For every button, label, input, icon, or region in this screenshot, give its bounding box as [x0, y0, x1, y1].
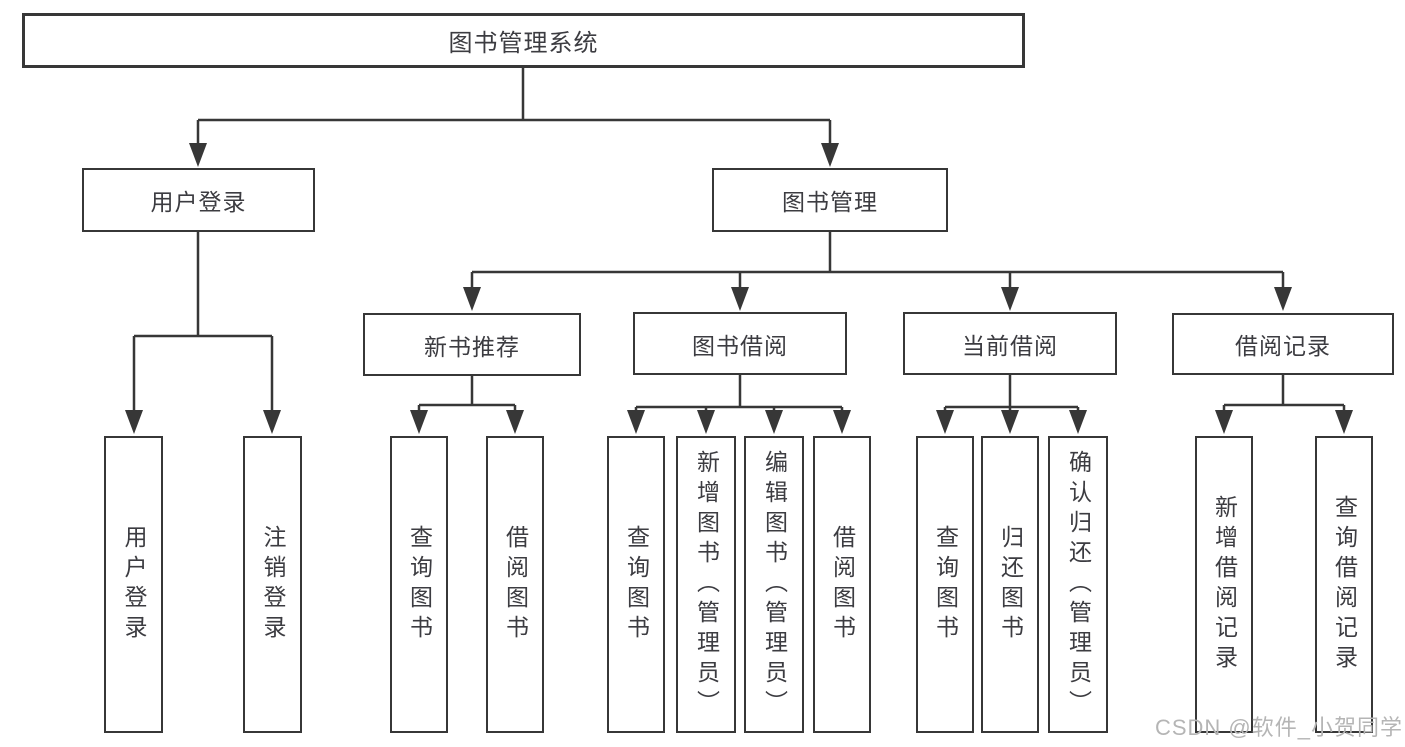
node-borrow-record: 借阅记录: [1172, 313, 1394, 375]
leaf-label: 查询图书: [406, 524, 433, 645]
connector-newbook-group: [417, 376, 517, 413]
leaf-query-books-1: 查询图书: [390, 436, 448, 733]
connector-bookborrow-group: [634, 375, 844, 413]
leaf-label: 确认归还（管理员）: [1065, 449, 1092, 720]
leaf-add-books-admin: 新增图书（管理员）: [676, 436, 736, 733]
node-label: 图书借阅: [692, 332, 788, 359]
leaf-label: 查询图书: [932, 524, 959, 645]
leaf-label: 新增图书（管理员）: [693, 449, 720, 720]
node-label: 图书管理: [782, 189, 878, 215]
connector-userlogin-group: [132, 232, 274, 413]
node-label: 用户登录: [150, 189, 247, 215]
leaf-label: 注销登录: [260, 524, 286, 645]
leaf-label: 查询借阅记录: [1331, 494, 1358, 675]
leaf-logout: 注销登录: [243, 436, 302, 733]
leaf-edit-books-admin: 编辑图书（管理员）: [744, 436, 804, 733]
connector-currentborrow-group: [943, 375, 1080, 413]
leaf-label: 查询图书: [623, 524, 650, 645]
connector-bookmgmt-to-level3: [470, 232, 1285, 290]
leaf-label: 归还图书: [997, 524, 1024, 645]
node-label: 新书推荐: [424, 333, 520, 360]
node-book-management: 图书管理: [712, 168, 948, 232]
leaf-query-books-2: 查询图书: [607, 436, 665, 733]
node-label: 图书管理系统: [448, 30, 599, 57]
leaf-borrow-books-1: 借阅图书: [486, 436, 544, 733]
leaf-label: 编辑图书（管理员）: [761, 449, 788, 720]
leaf-label: 借阅图书: [502, 524, 529, 645]
leaf-query-books-3: 查询图书: [916, 436, 974, 733]
node-current-borrow: 当前借阅: [903, 312, 1117, 375]
node-label: 当前借阅: [962, 332, 1058, 359]
node-new-book-recommend: 新书推荐: [363, 313, 581, 376]
leaf-label: 新增借阅记录: [1211, 494, 1238, 675]
connector-borrowrecord-group: [1222, 375, 1346, 413]
leaf-add-borrow-record: 新增借阅记录: [1195, 436, 1253, 733]
arrowheads: [125, 143, 1353, 434]
leaf-label: 借阅图书: [829, 524, 856, 645]
leaf-user-login: 用户登录: [104, 436, 163, 733]
leaf-query-borrow-record: 查询借阅记录: [1315, 436, 1373, 733]
connector-root-to-level2: [196, 66, 832, 146]
leaf-return-books: 归还图书: [981, 436, 1039, 733]
csdn-watermark: CSDN @软件_小贺同学: [1154, 715, 1403, 740]
leaf-label: 用户登录: [121, 524, 147, 645]
leaf-confirm-return-admin: 确认归还（管理员）: [1048, 436, 1108, 733]
node-label: 借阅记录: [1235, 333, 1331, 359]
node-library-management-system: 图书管理系统: [22, 13, 1025, 68]
node-user-login: 用户登录: [82, 168, 315, 232]
leaf-borrow-books-2: 借阅图书: [813, 436, 871, 733]
node-book-borrow: 图书借阅: [633, 312, 847, 375]
